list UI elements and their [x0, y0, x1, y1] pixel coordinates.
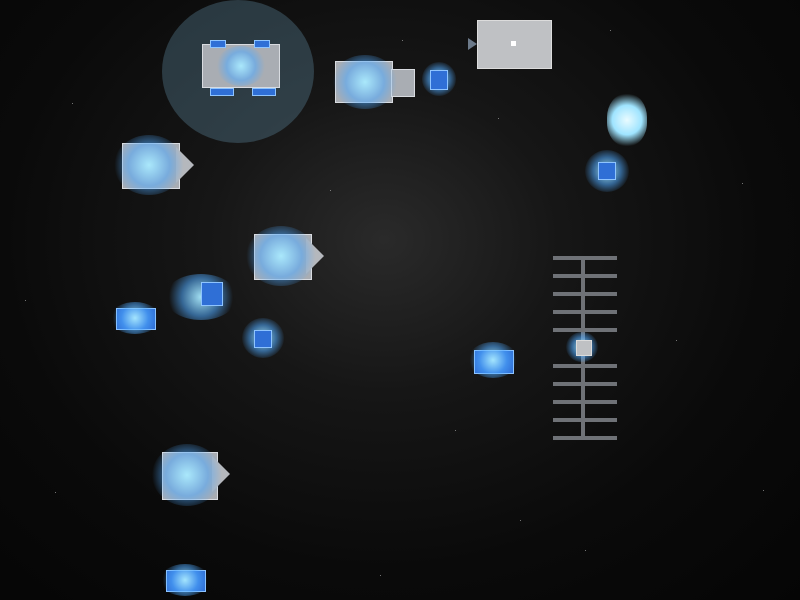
corvette-center[interactable] [466, 340, 520, 382]
engine-glow [216, 46, 266, 86]
star [380, 575, 381, 576]
station-arm [553, 400, 617, 404]
docking-arrow-icon [468, 38, 477, 50]
corvette-bottom[interactable] [160, 564, 212, 596]
star [520, 520, 521, 521]
station-arm [553, 310, 617, 314]
star [585, 550, 586, 551]
station-arm [553, 418, 617, 422]
station-arm [553, 256, 617, 260]
station-arm [553, 328, 617, 332]
corvette-left[interactable] [108, 302, 162, 334]
frigate-pod [252, 88, 276, 96]
fighter-body [430, 70, 448, 90]
cargo-block[interactable] [468, 20, 552, 72]
engine-glow [160, 564, 210, 596]
engine-glow [332, 55, 398, 109]
engine-glow [246, 226, 316, 286]
engine-glow [110, 302, 160, 334]
station-arm [553, 292, 617, 296]
engine-glow [468, 342, 518, 378]
engine-glow [114, 135, 184, 195]
space-station[interactable] [550, 252, 620, 444]
star [55, 492, 56, 493]
star [498, 118, 499, 119]
beacon-icon [511, 41, 516, 46]
fighter-top[interactable] [422, 62, 456, 96]
drone-mid[interactable] [240, 318, 286, 358]
station-arm [553, 436, 617, 440]
station-arm [553, 274, 617, 278]
star [610, 30, 611, 31]
energy-bolt [607, 94, 647, 146]
star [742, 183, 743, 184]
fighter-body [201, 282, 223, 306]
drone-right[interactable] [580, 148, 644, 194]
fighter-mid[interactable] [165, 268, 240, 320]
star [402, 40, 403, 41]
station-arm [553, 382, 617, 386]
star [676, 340, 677, 341]
drone-body [254, 330, 272, 348]
cruiser-top[interactable] [330, 55, 415, 110]
drone-body [598, 162, 616, 180]
cruiser-mid[interactable] [240, 226, 324, 286]
selected-frigate[interactable] [162, 0, 314, 143]
star [25, 300, 26, 301]
engine-glow [152, 444, 222, 506]
station-arm [553, 364, 617, 368]
frigate-pod [210, 88, 234, 96]
star [763, 490, 764, 491]
star [455, 430, 456, 431]
star [330, 190, 331, 191]
frigate-pod [254, 40, 270, 48]
station-core [576, 340, 592, 356]
cruiser-left[interactable] [108, 135, 194, 195]
star [72, 103, 73, 104]
cruiser-bottom[interactable] [146, 444, 232, 506]
frigate-pod [210, 40, 226, 48]
